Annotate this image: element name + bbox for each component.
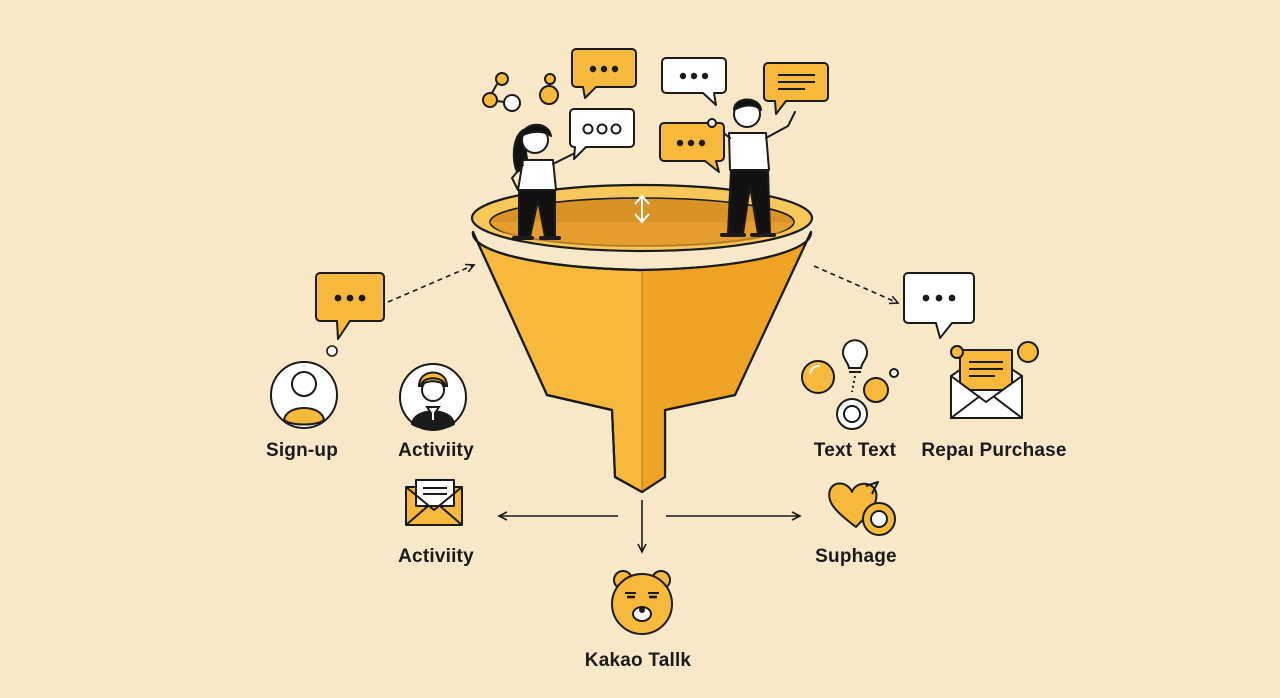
double-arrow-icon — [634, 194, 650, 224]
chat-bubble-icon — [569, 108, 635, 160]
chat-bubble-icon — [661, 57, 727, 106]
label-repeat-purchase: Repaı Purchase — [921, 440, 1067, 461]
label-sign-up: Sign-up — [265, 440, 339, 461]
businessman-avatar-icon — [399, 363, 467, 431]
label-activity-bottom: Activiity — [398, 546, 474, 567]
label-kakao: Kakao Tallk — [584, 650, 692, 671]
chat-bubble-icon — [659, 122, 725, 173]
label-suphage: Suphage — [815, 546, 897, 567]
envelope-letter-icon — [405, 479, 463, 526]
chat-bubble-icon — [903, 272, 975, 339]
open-envelope-icon — [950, 341, 1039, 419]
person-avatar-icon — [270, 361, 338, 429]
dashed-arrow-left — [387, 263, 476, 303]
dashed-arrow-right — [813, 265, 900, 305]
woman-figure — [511, 123, 578, 240]
bear-face-icon — [611, 570, 673, 635]
heart-circle-icon — [828, 481, 896, 536]
message-bubble-icon — [763, 62, 829, 115]
lightbulb-bubbles-icon — [801, 339, 899, 430]
chat-bubble-icon — [571, 48, 637, 99]
label-activity-top: Activiity — [398, 440, 474, 461]
man-figure — [711, 98, 796, 237]
connected-dots-icon — [482, 72, 717, 128]
chat-bubble-icon — [315, 272, 385, 357]
label-text-text: Text Text — [813, 440, 897, 461]
